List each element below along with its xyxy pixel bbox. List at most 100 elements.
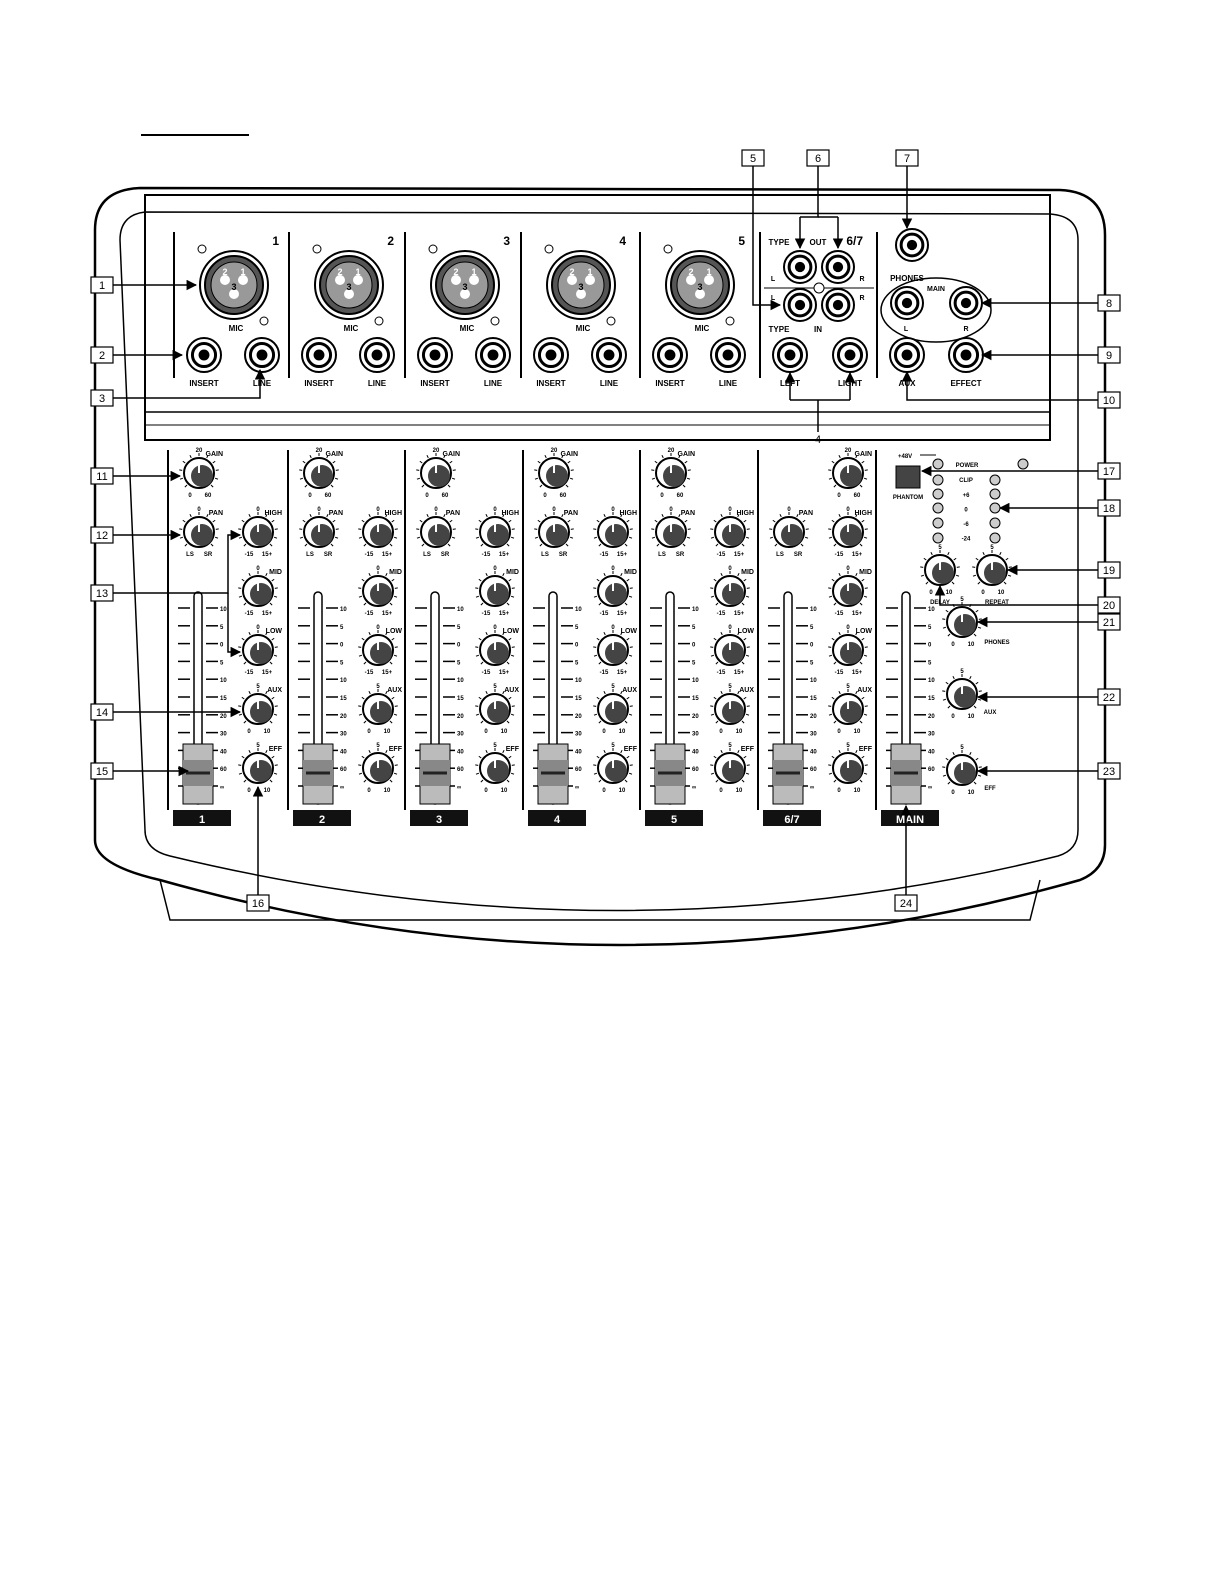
eff-master-knob-max: 10 — [968, 790, 975, 796]
high-eq-knob-top: 0 — [728, 507, 732, 513]
aux-master-knob-tick — [970, 676, 971, 679]
pan-knob-title: PAN — [681, 510, 695, 517]
eff-send-knob-tick — [829, 773, 832, 774]
channel-fader-scale-label: ∞ — [340, 785, 344, 791]
mid-eq-knob-title: MID — [624, 569, 637, 576]
high-eq-knob-tick — [744, 520, 746, 522]
delay-knob-max: 10 — [946, 590, 953, 596]
pan-knob-cap — [311, 524, 333, 546]
mid-eq-knob-tick — [627, 579, 629, 581]
tape-l-label: L — [771, 295, 776, 302]
mid-eq-knob-tick — [738, 573, 739, 576]
pan-knob-tick — [450, 520, 452, 522]
eff-send-knob-max: 10 — [264, 788, 271, 794]
eff-send-knob-tick — [511, 773, 514, 774]
eff-send-knob-tick — [390, 780, 392, 782]
pan-knob-cap — [546, 524, 568, 546]
gain-knob-tick — [568, 461, 570, 463]
channel-fader-scale-label: 15 — [457, 696, 464, 702]
pan-knob-tick — [333, 520, 335, 522]
eff-master-label: EFF — [984, 786, 996, 792]
pan-knob-tick — [566, 544, 568, 546]
callout-21-number: 21 — [1103, 617, 1115, 629]
aux-send-knob-tick — [832, 697, 834, 699]
channel-fader-scale-label: 20 — [457, 714, 464, 720]
aux-send-knob-tick — [597, 697, 599, 699]
mid-eq-knob-tick — [594, 596, 597, 597]
phones-level-knob-min: 0 — [951, 642, 955, 648]
high-eq-knob-max: 15+ — [382, 552, 393, 558]
channel-fader-scale-label: 30 — [340, 732, 347, 738]
channel-fader-scale-label: 10 — [457, 678, 464, 684]
pan-knob-min: LS — [776, 552, 784, 558]
aux-send-knob-top: 5 — [256, 684, 260, 690]
pan-knob-max: SR — [559, 552, 568, 558]
pan-knob-tick — [662, 514, 663, 517]
mid-eq-knob-top: 0 — [611, 566, 615, 572]
aux-send-knob-title: AUX — [857, 687, 872, 694]
eff-master-knob-cap — [954, 762, 976, 784]
high-eq-knob-tick — [242, 520, 244, 522]
low-eq-knob-tick — [481, 662, 483, 664]
high-eq-knob-min: -15 — [482, 552, 491, 558]
mid-eq-knob-cap — [250, 583, 272, 605]
gain-knob-tick — [839, 455, 840, 458]
gain-knob-max: 60 — [325, 493, 332, 499]
high-eq-knob-top: 0 — [846, 507, 850, 513]
pan-knob-tick — [780, 514, 781, 517]
tape-channel-number: 6/7 — [846, 234, 863, 248]
channel-fader-scale-label: 5 — [220, 625, 224, 631]
pan-knob-tick — [687, 537, 690, 538]
low-eq-knob-tick — [486, 632, 487, 635]
aux-send-knob-tick — [714, 697, 716, 699]
gain-knob-title: GAIN — [443, 451, 461, 458]
eff-send-knob-tick — [476, 773, 479, 774]
pan-knob-tick — [420, 520, 422, 522]
main-fader-scale-label: ∞ — [928, 785, 932, 791]
repeat-knob-tick — [973, 575, 976, 576]
aux-send-knob-min: 0 — [247, 729, 251, 735]
main-fader-scale-label: 15 — [928, 696, 935, 702]
eff-send-knob-tick — [629, 773, 632, 774]
aux-send-knob-tick — [244, 721, 246, 723]
low-eq-knob-title: LOW — [386, 628, 403, 635]
eff-send-knob-top: 5 — [728, 743, 732, 749]
channel-fader-scale-label: 0 — [810, 643, 814, 649]
channel-fader-scale-label: 0 — [692, 643, 696, 649]
aux-send-knob-min: 0 — [719, 729, 723, 735]
eff-send-knob-cap — [370, 760, 392, 782]
gain-knob-title: GAIN — [678, 451, 696, 458]
xlr-pin-label: 3 — [578, 282, 583, 292]
channel-fader-scale-label: ∞ — [220, 785, 224, 791]
pan-knob-tick — [305, 544, 307, 546]
aux-send-knob-title: AUX — [504, 687, 519, 694]
repeat-knob-tick — [1006, 558, 1008, 560]
gain-knob-tick — [829, 478, 832, 479]
gain-knob-min: 0 — [188, 493, 192, 499]
aux-send-knob-max: 10 — [736, 729, 743, 735]
mic-label: MIC — [695, 324, 710, 333]
low-eq-knob-title: LOW — [266, 628, 283, 635]
low-eq-knob-top: 0 — [846, 625, 850, 631]
pan-knob-tick — [805, 537, 808, 538]
channel-fader-scale-label: 10 — [220, 607, 227, 613]
pan-knob-tick — [568, 520, 570, 522]
eff-send-knob-min: 0 — [367, 788, 371, 794]
channel-fader-scale-label: ∞ — [575, 785, 579, 791]
gain-knob-tick — [566, 485, 568, 487]
eff-send-knob-tick — [599, 780, 601, 782]
insert-label: INSERT — [536, 379, 565, 388]
mid-eq-knob-top: 0 — [493, 566, 497, 572]
eff-send-knob-tick — [266, 750, 267, 753]
main-fader-scale-label: 10 — [928, 678, 935, 684]
meter-label: -6 — [963, 522, 969, 528]
low-eq-knob-tick — [834, 662, 836, 664]
pan-knob-title: PAN — [446, 510, 460, 517]
low-eq-knob-top: 0 — [493, 625, 497, 631]
pan-knob-max: SR — [676, 552, 685, 558]
low-eq-knob-tick — [511, 655, 514, 656]
high-eq-knob-cap — [487, 524, 509, 546]
main-fader-scale-label: 60 — [928, 767, 935, 773]
eff-send-knob-top: 5 — [256, 743, 260, 749]
gain-knob-tick — [687, 478, 690, 479]
